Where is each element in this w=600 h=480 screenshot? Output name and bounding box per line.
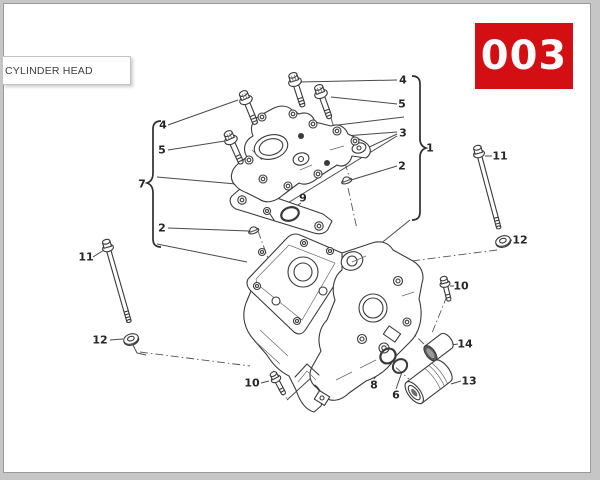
washer-part-12 <box>121 331 141 348</box>
small-screw-part-3 <box>262 206 275 221</box>
grouping-braces <box>144 75 429 248</box>
callout-label-5: 5 <box>398 98 406 111</box>
callout-label-8: 8 <box>370 379 378 392</box>
callout-label-9: 9 <box>299 192 307 205</box>
callout-label-1: 1 <box>426 142 434 155</box>
o-ring-part-9 <box>280 206 300 222</box>
callout-label-10: 10 <box>244 377 260 390</box>
dome-nut-part-2 <box>339 174 354 186</box>
tappet-part-14 <box>423 332 454 362</box>
callout-label-10: 10 <box>453 280 469 293</box>
cam-carrier-casting <box>229 105 371 235</box>
washer-part-12 <box>493 233 513 250</box>
dowel-part-3 <box>324 160 330 166</box>
callout-label-12: 12 <box>92 334 107 347</box>
drawing-title: CYLINDER HEAD <box>5 64 93 77</box>
o-ring-part-8 <box>379 347 397 365</box>
callout-label-2: 2 <box>158 222 166 235</box>
dowel-part-3 <box>298 133 304 139</box>
plate-code: 003 <box>480 33 568 79</box>
callout-label-3: 3 <box>399 127 407 140</box>
callout-label-11: 11 <box>492 150 507 163</box>
callout-label-11: 11 <box>78 251 93 264</box>
callout-label-6: 6 <box>392 389 400 402</box>
leader-lines <box>92 79 513 401</box>
head-bolt-holes <box>252 238 412 354</box>
stud-part-11 <box>99 237 136 325</box>
bolt-hole-bosses <box>244 109 360 191</box>
plunger-part-13 <box>404 359 453 405</box>
callout-label-13: 13 <box>461 375 476 388</box>
drawing-title-box: CYLINDER HEAD <box>3 56 131 85</box>
flange-bolt-part-5 <box>220 128 249 167</box>
callout-label-2: 2 <box>398 160 406 173</box>
bolt-part-10 <box>437 274 455 303</box>
callout-label-4: 4 <box>159 119 167 132</box>
plate-code-badge: 003 <box>475 23 573 89</box>
callout-label-5: 5 <box>158 144 166 157</box>
dome-nut-part-2 <box>246 224 261 236</box>
left-brace-7 <box>144 120 162 248</box>
cylinder-head-casting <box>243 233 424 413</box>
callout-label-7: 7 <box>138 178 146 191</box>
right-brace-1 <box>411 75 429 221</box>
o-ring-part-6 <box>391 358 409 374</box>
flange-bolt-part-4 <box>285 70 310 110</box>
callout-label-4: 4 <box>399 74 407 87</box>
callout-label-14: 14 <box>457 338 473 351</box>
callout-label-12: 12 <box>512 234 527 247</box>
flange-bolt-part-5 <box>311 82 337 122</box>
